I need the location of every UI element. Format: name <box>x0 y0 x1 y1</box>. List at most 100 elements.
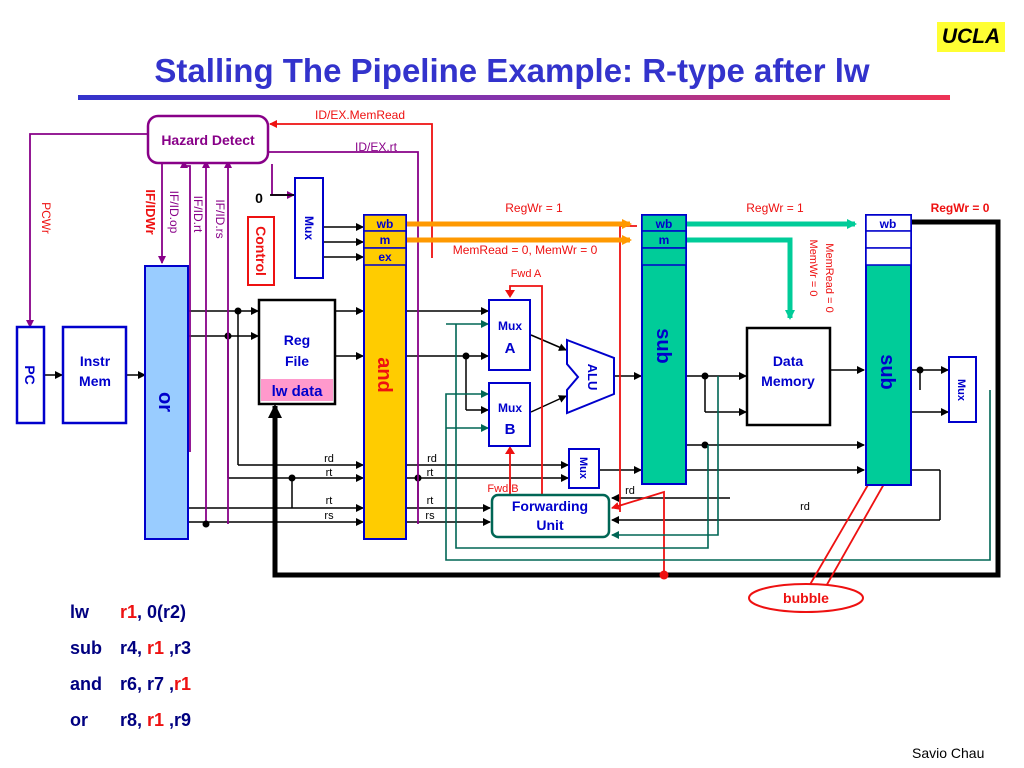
wb-mux-box <box>948 356 977 423</box>
code-operand-text: r6, r7 , <box>120 674 175 694</box>
code-line: lw r1, 0(r2) <box>70 602 270 632</box>
zero-label: 0 <box>255 190 263 206</box>
mem-wb-instr-label: sub <box>876 354 898 390</box>
title-underline <box>78 95 950 100</box>
if-id-op-label: IF/ID.op <box>167 191 181 234</box>
data-memory-box <box>745 326 832 427</box>
instr-mem-box <box>61 325 128 425</box>
forwarding-unit-label-1: Forwarding <box>512 498 588 514</box>
id-ex-register <box>363 214 407 540</box>
reg-file-label-2: File <box>285 353 309 369</box>
rd-label-4: rd <box>800 501 810 513</box>
control-label: Control <box>253 226 269 276</box>
ucla-logo: UCLA <box>937 22 1005 52</box>
rd-label-1: rd <box>324 453 334 465</box>
mem-wb-empty-1 <box>865 230 912 249</box>
control-box <box>247 216 275 286</box>
pc-box <box>15 325 46 425</box>
id-ex-instr-label: and <box>373 357 395 393</box>
alu-label: ALU <box>585 364 600 391</box>
regwr-1b-label: RegWr = 1 <box>746 201 804 215</box>
bubble-label: bubble <box>783 590 829 606</box>
pc-label: PC <box>22 365 38 384</box>
if-id-rt-label: IF/ID.rt <box>191 196 205 233</box>
rd-mux-label: Mux <box>577 457 589 480</box>
data-memory-label-2: Memory <box>761 373 815 389</box>
fwd-b-label: Fwd B <box>487 483 518 495</box>
if-idwr-label: IF/IDWr <box>143 189 158 234</box>
rt-label-2: rt <box>326 495 333 507</box>
code-opcode: lw <box>70 602 90 622</box>
bubble-leaders <box>807 477 885 589</box>
id-ex-m-label: m <box>380 233 391 247</box>
forwarding-unit-label-2: Unit <box>536 517 564 533</box>
id-ex-memread-label: ID/EX.MemRead <box>315 108 405 122</box>
instr-mem-label-2: Mem <box>79 373 111 389</box>
if-id-register <box>144 265 189 540</box>
code-operands: r4, r1 ,r3 <box>120 638 191 659</box>
id-ex-rt-label: ID/EX.rt <box>355 140 398 154</box>
memread-memwr-label: MemRead = 0, MemWr = 0 <box>453 243 598 257</box>
fwd-a-label: Fwd A <box>511 268 542 280</box>
regwr-1a-label: RegWr = 1 <box>505 201 563 215</box>
alu-shape <box>566 338 615 415</box>
ex-mem-instr-label: sub <box>652 328 674 364</box>
writeback-arrowhead <box>268 404 282 418</box>
code-line: and r6, r7 ,r1 <box>70 674 270 704</box>
code-register-r1: r1 <box>147 710 165 730</box>
rs-label-1: rs <box>324 510 334 522</box>
mux-b-label-2: B <box>505 421 516 438</box>
rt-label-1: rt <box>326 467 333 479</box>
rt-label-3: rt <box>427 467 434 479</box>
writeback-bus <box>272 219 1001 578</box>
forwarding-unit-box <box>490 493 611 539</box>
mem-wb-wb-label: wb <box>879 217 897 231</box>
wire-junctions <box>224 307 924 482</box>
memread-0-label: MemRead = 0 <box>823 243 835 312</box>
mux-b-label-1: Mux <box>498 401 522 415</box>
lw-data-highlight <box>261 379 333 401</box>
memwr-0-label: MemWr = 0 <box>807 240 819 297</box>
hazard-detect-box <box>146 114 270 165</box>
code-register-r1: r1 <box>147 638 165 658</box>
ex-mem-m-label: m <box>659 233 670 247</box>
mux-a-box <box>488 299 531 371</box>
code-register-r1: r1 <box>174 674 192 694</box>
rd-label-2: rd <box>427 453 437 465</box>
code-operands: r8, r1 ,r9 <box>120 710 191 731</box>
rd-mux-box <box>568 448 600 489</box>
code-register-r1: r1 <box>120 602 138 622</box>
rd-label-3: rd <box>625 485 635 497</box>
reg-file-label-1: Reg <box>284 332 310 348</box>
regwr-0-label: RegWr = 0 <box>931 201 990 215</box>
code-operand-text: r4, <box>120 638 148 658</box>
if-id-rs-label: IF/ID.rs <box>213 199 227 238</box>
mux-a-label-2: A <box>505 340 516 357</box>
code-operand-text: , 0(r2) <box>137 602 187 622</box>
id-ex-ex-label: ex <box>378 250 392 264</box>
code-operand-text: r8, <box>120 710 148 730</box>
forwarding-wires <box>445 320 991 561</box>
mux-a-label-1: Mux <box>498 319 522 333</box>
regwrite-arrows <box>406 219 857 320</box>
stall-mux <box>294 177 324 279</box>
rs-label-2: rs <box>425 510 435 522</box>
bubble-oval <box>748 583 864 613</box>
id-ex-ex <box>363 247 407 266</box>
slide-title: Stalling The Pipeline Example: R-type af… <box>154 52 870 89</box>
stall-mux-label: Mux <box>302 216 316 240</box>
if-id-instr-label: or <box>154 392 176 412</box>
wb-mux-label: Mux <box>955 379 967 402</box>
code-operand-text: ,r3 <box>164 638 192 658</box>
code-opcode: and <box>70 674 103 694</box>
code-operands: r6, r7 ,r1 <box>120 674 191 695</box>
instr-mem-label-1: Instr <box>80 353 111 369</box>
ex-mem-wb-label: wb <box>655 217 673 231</box>
code-operands: r1, 0(r2) <box>120 602 186 623</box>
mux-b-box <box>488 382 531 447</box>
id-ex-wb-label: wb <box>376 217 394 231</box>
